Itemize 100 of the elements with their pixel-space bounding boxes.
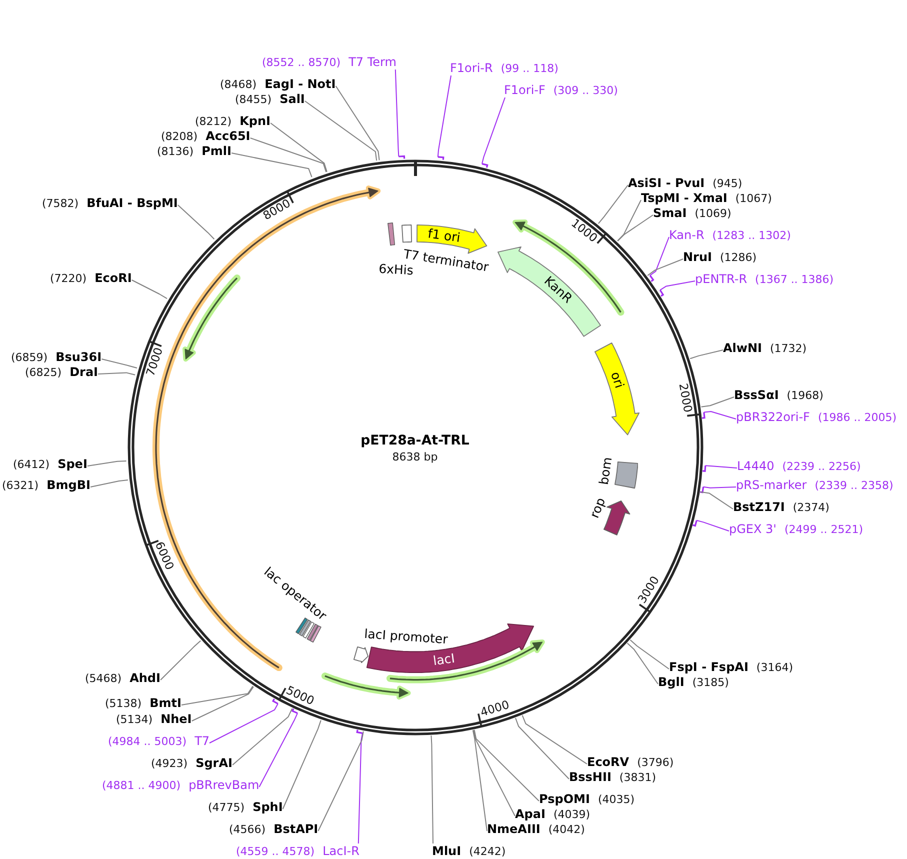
cut-site-position: (4039) bbox=[553, 808, 590, 822]
leader-line bbox=[702, 464, 738, 472]
leader-line bbox=[250, 138, 327, 172]
leader-line bbox=[191, 686, 254, 722]
cut-site-position: (7582) bbox=[42, 196, 79, 210]
primer-name: T7 bbox=[194, 734, 210, 748]
leader-line bbox=[699, 486, 736, 494]
enzyme-name: ApaI bbox=[515, 806, 546, 820]
cut-site-position: (6412) bbox=[13, 458, 50, 472]
leader-line bbox=[232, 708, 293, 766]
leader-line bbox=[282, 720, 322, 810]
enzyme-name: BstZ17I bbox=[733, 500, 785, 514]
primer-name: T7 Term bbox=[348, 54, 396, 68]
cut-site-position: (8136) bbox=[157, 144, 194, 158]
leader-line bbox=[522, 714, 588, 764]
primer-position: (4881 .. 4900) bbox=[102, 778, 181, 792]
primer-position: (99 .. 118) bbox=[500, 62, 558, 76]
cut-site-position: (1968) bbox=[786, 388, 824, 402]
primer-name: pBR322ori-F bbox=[736, 410, 810, 424]
scale-label: 7000 bbox=[144, 346, 165, 378]
leader-line bbox=[160, 640, 202, 680]
primer-name: pENTR-R bbox=[695, 272, 748, 286]
cut-site-position: (4775) bbox=[208, 800, 245, 814]
enzyme-name: BmtI bbox=[150, 696, 182, 710]
cut-site-position: (4042) bbox=[548, 822, 585, 836]
leader-line bbox=[515, 718, 570, 780]
cut-site-position: (6825) bbox=[25, 366, 62, 380]
leader-line bbox=[101, 358, 138, 368]
enzyme-name: MluI bbox=[432, 844, 462, 858]
leader-line bbox=[701, 411, 736, 420]
feature-label: rop bbox=[588, 496, 608, 520]
leader-line bbox=[481, 97, 506, 168]
enzyme-name: BglI bbox=[658, 674, 684, 688]
cut-site-position: (4923) bbox=[151, 756, 188, 770]
cut-site-position: (3796) bbox=[637, 756, 674, 770]
enzyme-name: EagI - NotI bbox=[264, 76, 336, 90]
primer-name: pRS-marker bbox=[736, 478, 807, 492]
enzyme-name: BstAPI bbox=[274, 822, 318, 836]
feature-box bbox=[401, 224, 413, 243]
enzyme-name: Acc65I bbox=[206, 128, 250, 142]
operator-stripes-drawing bbox=[294, 617, 322, 644]
cut-site-position: (8208) bbox=[161, 130, 198, 144]
primer-name: pGEX 3' bbox=[729, 522, 776, 536]
feature-label: lacI bbox=[432, 652, 456, 668]
feature-box bbox=[614, 461, 638, 490]
leader-line bbox=[86, 460, 127, 466]
leader-line bbox=[630, 639, 670, 670]
leader-line bbox=[649, 236, 670, 282]
enzyme-name: BssSαI bbox=[734, 388, 779, 402]
leader-line bbox=[700, 491, 734, 510]
primer-name: Kan-R bbox=[669, 228, 704, 242]
leader-line bbox=[700, 396, 734, 408]
leader-line bbox=[394, 69, 406, 160]
leader-line bbox=[472, 730, 488, 832]
cut-site-position: (5134) bbox=[116, 712, 153, 726]
primer-position: (2499 .. 2521) bbox=[784, 522, 864, 536]
feature-bar bbox=[387, 222, 396, 246]
cut-site-position: (4035) bbox=[598, 792, 635, 806]
leader-line bbox=[430, 735, 434, 844]
feature-label: ori bbox=[608, 370, 626, 390]
scale-label: 8000 bbox=[262, 198, 293, 222]
enzyme-name: TspMI - XmaI bbox=[641, 190, 728, 204]
leader-line bbox=[180, 686, 254, 706]
leader-line bbox=[647, 258, 684, 276]
cut-site-position: (3831) bbox=[619, 770, 656, 784]
enzyme-name: PspOMI bbox=[539, 792, 590, 806]
primer-name: LacI-R bbox=[322, 844, 360, 858]
enzyme-name: AlwNI bbox=[723, 340, 762, 354]
leader-line bbox=[270, 122, 328, 172]
leader-line bbox=[473, 730, 516, 816]
primer-position: (4984 .. 5003) bbox=[108, 734, 187, 748]
primer-position: (309 .. 330) bbox=[553, 84, 618, 98]
scale-label: 6000 bbox=[152, 540, 175, 572]
plasmid-size: 8638 bp bbox=[392, 452, 438, 462]
cut-site-position: (1067) bbox=[735, 192, 772, 206]
feature-block bbox=[594, 342, 640, 436]
primer-position: (2339 .. 2358) bbox=[814, 478, 894, 492]
scale-label: 4000 bbox=[478, 699, 510, 719]
enzyme-name: SgrAI bbox=[196, 756, 232, 770]
plasmid-name: pET28a-At-TRL bbox=[360, 434, 470, 448]
leader-line bbox=[692, 520, 730, 532]
enzyme-name: AhdI bbox=[130, 670, 160, 684]
enzyme-name: Bsu36I bbox=[56, 350, 102, 364]
enzyme-name: EcoRV bbox=[587, 754, 630, 768]
leader-line bbox=[437, 75, 452, 161]
enzyme-name: EcoRI bbox=[94, 270, 132, 284]
cut-site-position: (4242) bbox=[469, 844, 506, 858]
primer-position: (1283 .. 1302) bbox=[712, 228, 791, 242]
enzyme-name: SphI bbox=[252, 800, 283, 814]
enzyme-name: BmgBI bbox=[46, 478, 90, 492]
feature-label: bom bbox=[598, 456, 614, 486]
cut-site-position: (7220) bbox=[50, 272, 87, 286]
enzyme-name: SmaI bbox=[653, 206, 687, 220]
leader-line bbox=[258, 708, 298, 788]
leader-line bbox=[318, 730, 364, 832]
scale-label: 2000 bbox=[676, 382, 693, 414]
leader-line bbox=[231, 152, 312, 178]
enzyme-name: KpnI bbox=[240, 114, 270, 128]
primer-position: (1367 .. 1386) bbox=[755, 272, 834, 286]
feature-label: f1 ori bbox=[427, 227, 462, 244]
